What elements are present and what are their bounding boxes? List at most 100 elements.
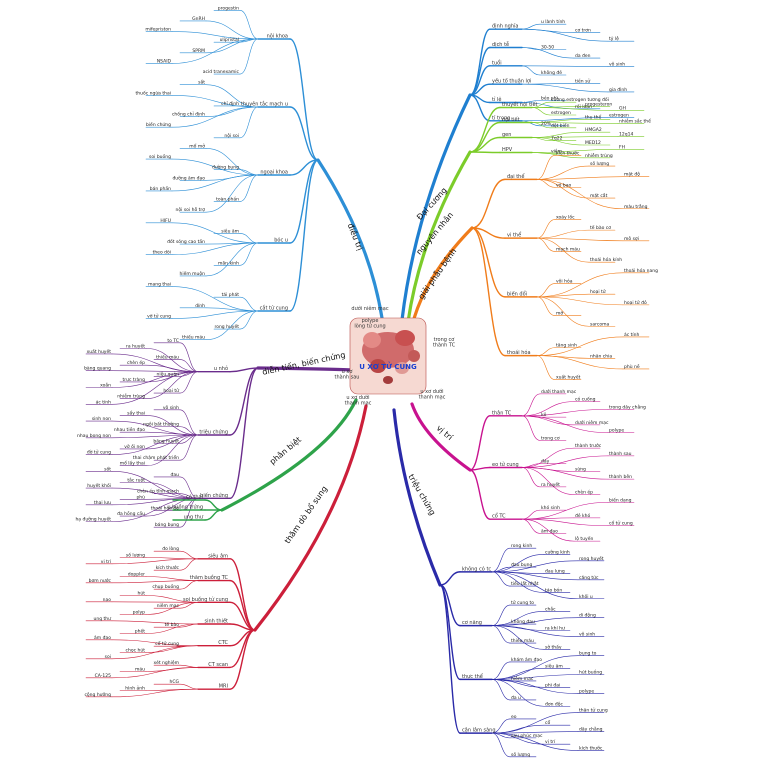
leaf-vi_tri-3[interactable]: kẽ bbox=[541, 412, 547, 418]
leaf-dien_tien-20[interactable]: đờ tử cung bbox=[87, 449, 111, 456]
leaf-nguyen_nhan-0[interactable]: cường estrogen tương đối bbox=[551, 96, 609, 103]
leaf-dien_tien-5[interactable]: bàng quang bbox=[84, 365, 111, 372]
leaf-tham_do-6[interactable]: chụp buồng bbox=[152, 582, 179, 590]
leaf-dien_tien-6[interactable]: niệu quản bbox=[157, 370, 180, 377]
leaf-trieu_chung-14[interactable]: vô sinh bbox=[579, 631, 595, 638]
leaf-dieu_tri-18[interactable]: toàn phần bbox=[216, 195, 239, 203]
leaf-trieu_chung-10[interactable]: chắc bbox=[545, 605, 556, 612]
leaf-dien_tien-19[interactable]: vỡ ối non bbox=[124, 443, 145, 450]
leaf-dieu_tri-1[interactable]: GnRH bbox=[192, 16, 205, 22]
leaf-dien_tien-3[interactable]: thiếu máu bbox=[156, 354, 179, 361]
sub-topic-dai_cuong-4[interactable]: tỉ lệ bbox=[492, 96, 501, 103]
sub-topic-dieu_tri-1[interactable]: thuyên tắc mạch u bbox=[241, 101, 288, 108]
leaf-giai_phau-4[interactable]: mặt cắt bbox=[590, 192, 608, 199]
leaf-nguyen_nhan-2[interactable]: GH bbox=[619, 106, 626, 112]
leaf-dieu_tri-28[interactable]: dính bbox=[195, 302, 205, 309]
sub-topic-tham_do-3[interactable]: sinh thiết bbox=[205, 618, 229, 625]
leaf-dien_tien-10[interactable]: nhiễm trùng bbox=[117, 393, 145, 400]
leaf-vi_tri-4[interactable]: dưới niêm mạc bbox=[575, 419, 609, 426]
leaf-vi_tri-7[interactable]: thành trước bbox=[575, 442, 602, 449]
leaf-giai_phau-18[interactable]: tăng sinh bbox=[556, 343, 577, 349]
leaf-giai_phau-15[interactable]: mỡ bbox=[556, 311, 563, 317]
sub-topic-trieu_chung-1[interactable]: cơ năng bbox=[462, 620, 482, 626]
leaf-dai_cuong-4[interactable]: da đen bbox=[575, 53, 591, 59]
sub-topic-dieu_tri-3[interactable]: bóc u bbox=[274, 237, 288, 244]
leaf-dien_tien-0[interactable]: to TC bbox=[167, 338, 179, 344]
leaf-dai_cuong-6[interactable]: không đẻ bbox=[541, 69, 562, 76]
sub-topic-nguyen_nhan-2[interactable]: gen bbox=[502, 132, 511, 138]
leaf-giai_phau-10[interactable]: thoái hóa kính bbox=[590, 256, 622, 263]
leaf-dien_tien-22[interactable]: mổ lấy thai bbox=[120, 460, 145, 467]
leaf-trieu_chung-19[interactable]: siêu âm bbox=[545, 662, 563, 669]
leaf-dieu_tri-16[interactable]: đường âm đạo bbox=[172, 174, 205, 181]
leaf-dieu_tri-31[interactable]: thiếu máu bbox=[182, 334, 205, 341]
leaf-dien_tien-32[interactable]: hạ đường huyết bbox=[75, 516, 111, 523]
leaf-nguyen_nhan-7[interactable]: HMGA2 bbox=[585, 127, 602, 133]
leaf-trieu_chung-18[interactable]: khám âm đạo bbox=[511, 656, 542, 663]
sub-topic-phan_biet-0[interactable]: có thai bbox=[186, 494, 203, 501]
leaf-dien_tien-8[interactable]: xoắn bbox=[100, 382, 111, 389]
leaf-vi_tri-13[interactable]: chèn ép bbox=[575, 489, 593, 496]
leaf-dieu_tri-4[interactable]: SPRM bbox=[192, 48, 205, 54]
leaf-dien_tien-24[interactable]: đau bbox=[171, 472, 180, 478]
leaf-giai_phau-13[interactable]: hoại tử bbox=[590, 288, 607, 295]
leaf-dien_tien-26[interactable]: huyết khối bbox=[87, 482, 111, 489]
sub-topic-nguyen_nhan-1[interactable]: nội tiết bbox=[502, 116, 520, 123]
leaf-trieu_chung-30[interactable]: sau phúc mạc bbox=[511, 732, 543, 739]
leaf-giai_phau-19[interactable]: nhân chia bbox=[590, 352, 612, 359]
branch-title-phan_biet[interactable]: phân biệt bbox=[267, 434, 303, 466]
sub-topic-vi_tri-0[interactable]: thân TC bbox=[492, 409, 512, 416]
sub-topic-vi_tri-2[interactable]: cổ TC bbox=[492, 513, 506, 520]
leaf-dieu_tri-22[interactable]: đốt sóng cao tần bbox=[167, 237, 205, 245]
leaf-dieu_tri-26[interactable]: mang thai bbox=[148, 282, 171, 288]
leaf-vi_tri-19[interactable]: lộ tuyến bbox=[575, 535, 593, 542]
leaf-dai_cuong-8[interactable]: gia đình bbox=[609, 86, 627, 93]
leaf-dieu_tri-20[interactable]: HIFU bbox=[160, 218, 171, 224]
sub-topic-giai_phau-1[interactable]: vi thể bbox=[507, 232, 522, 239]
leaf-trieu_chung-1[interactable]: cường kinh bbox=[545, 548, 570, 555]
leaf-tham_do-9[interactable]: niêm mạc bbox=[157, 602, 180, 609]
leaf-tham_do-18[interactable]: xét nghiệm bbox=[154, 659, 179, 666]
leaf-dieu_tri-5[interactable]: NSAID bbox=[157, 58, 172, 64]
leaf-trieu_chung-17[interactable]: bụng to bbox=[579, 651, 597, 657]
leaf-giai_phau-0[interactable]: kích thước bbox=[556, 149, 580, 156]
sub-topic-giai_phau-0[interactable]: đại thể bbox=[507, 173, 525, 180]
leaf-dieu_tri-6[interactable]: acid tranexamic bbox=[203, 69, 240, 75]
leaf-vi_tri-15[interactable]: khó sinh bbox=[541, 504, 560, 511]
leaf-vi_tri-12[interactable]: ra huyết bbox=[541, 481, 560, 488]
leaf-dai_cuong-10[interactable]: rối loạn bbox=[575, 103, 592, 110]
leaf-dien_tien-25[interactable]: tắc ruột bbox=[127, 477, 145, 484]
leaf-tham_do-22[interactable]: hình ảnh bbox=[125, 685, 145, 692]
leaf-dieu_tri-27[interactable]: tái phát bbox=[222, 291, 240, 298]
leaf-dai_cuong-11[interactable]: estrogen bbox=[609, 112, 629, 118]
leaf-nguyen_nhan-10[interactable]: MED12 bbox=[585, 140, 601, 146]
leaf-dieu_tri-2[interactable]: mifepriston bbox=[145, 27, 171, 33]
leaf-tham_do-4[interactable]: doppler bbox=[128, 572, 145, 578]
leaf-dieu_tri-15[interactable]: đường bụng bbox=[212, 164, 239, 171]
leaf-trieu_chung-4[interactable]: đau lưng bbox=[545, 568, 565, 574]
sub-topic-tham_do-6[interactable]: MRI bbox=[219, 684, 228, 690]
leaf-dai_cuong-3[interactable]: 30-50 bbox=[541, 45, 554, 51]
leaf-giai_phau-1[interactable]: số lượng bbox=[590, 160, 609, 167]
leaf-dai_cuong-0[interactable]: u lành tính bbox=[541, 18, 565, 25]
sub-topic-trieu_chung-2[interactable]: thực thể bbox=[462, 673, 484, 680]
sub-topic-tham_do-4[interactable]: CTC bbox=[218, 640, 228, 646]
leaf-giai_phau-21[interactable]: xuất huyết bbox=[556, 374, 581, 381]
sub-topic-giai_phau-2[interactable]: biến đổi bbox=[507, 290, 527, 297]
leaf-trieu_chung-26[interactable]: thân tử cung bbox=[579, 707, 608, 714]
leaf-tham_do-7[interactable]: hút bbox=[138, 590, 146, 597]
sub-topic-tham_do-0[interactable]: siêu âm bbox=[208, 552, 228, 559]
leaf-trieu_chung-2[interactable]: rong huyết bbox=[579, 555, 604, 562]
leaf-vi_tri-8[interactable]: thành sau bbox=[609, 450, 632, 457]
leaf-nguyen_nhan-9[interactable]: 7q22 bbox=[551, 136, 563, 142]
leaf-vi_tri-6[interactable]: trong cơ bbox=[541, 435, 560, 441]
sub-topic-dai_cuong-5[interactable]: tỉ trọng bbox=[492, 114, 510, 121]
sub-topic-phan_biet-1[interactable]: u buồng trứng bbox=[167, 503, 203, 511]
leaf-tham_do-16[interactable]: chọc hút bbox=[126, 647, 146, 654]
sub-topic-dai_cuong-2[interactable]: tuổi bbox=[492, 59, 502, 66]
leaf-tham_do-2[interactable]: vị trí bbox=[101, 558, 112, 565]
leaf-dieu_tri-23[interactable]: theo dõi bbox=[153, 250, 171, 256]
leaf-dieu_tri-12[interactable]: nội soi bbox=[224, 132, 239, 139]
leaf-dien_tien-2[interactable]: xuất huyết bbox=[87, 348, 112, 355]
leaf-dien_tien-27[interactable]: chèn ép tĩnh mạch bbox=[137, 488, 179, 495]
